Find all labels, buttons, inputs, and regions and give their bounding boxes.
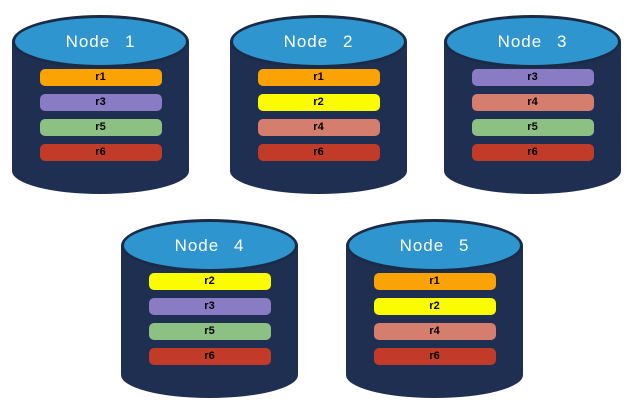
replica-bar-r3: r3 [39,94,162,111]
replica-bar-r2: r2 [257,94,380,111]
node-label: Node 1 [65,31,136,51]
replica-label: r1 [429,275,440,287]
replica-bar-r2: r2 [148,273,271,290]
db-node: Node 4 r2 r3 r5 r6 [121,219,298,398]
replica-bar-r1: r1 [39,69,162,86]
replica-label: r2 [313,96,324,108]
db-node: Node 5 r1 r2 r4 r6 [346,219,523,398]
replica-list: r1 r2 r4 r6 [346,273,523,365]
db-node: Node 1 r1 r3 r5 r6 [12,15,189,194]
replica-bar-r5: r5 [148,323,271,340]
replica-bar-r5: r5 [39,119,162,136]
replica-bar-r6: r6 [471,144,594,161]
replica-bar-r4: r4 [257,119,380,136]
replica-label: r2 [204,275,215,287]
replica-label: r6 [429,350,440,362]
node-label: Node 4 [174,235,245,255]
node-label: Node 5 [399,235,470,255]
replica-label: r1 [313,71,324,83]
node-label: Node 3 [497,31,568,51]
replica-bar-r6: r6 [257,144,380,161]
replica-label: r5 [204,325,215,337]
replica-label: r2 [429,300,440,312]
replica-label: r4 [429,325,440,337]
replica-label: r5 [527,121,538,133]
replica-bar-r3: r3 [148,298,271,315]
replica-bar-r3: r3 [471,69,594,86]
replica-bar-r4: r4 [373,323,496,340]
replica-label: r3 [95,96,106,108]
replica-label: r1 [95,71,106,83]
cylinder-top-ellipse: Node 2 [230,15,407,68]
replica-list: r2 r3 r5 r6 [121,273,298,365]
replica-label: r4 [313,121,324,133]
replica-bar-r6: r6 [39,144,162,161]
replica-bar-r6: r6 [373,348,496,365]
cylinder-top-ellipse: Node 1 [12,15,189,68]
replica-label: r6 [527,146,538,158]
cylinder-top-ellipse: Node 3 [444,15,621,68]
replica-bar-r2: r2 [373,298,496,315]
replica-label: r3 [204,300,215,312]
replica-bar-r4: r4 [471,94,594,111]
db-node: Node 3 r3 r4 r5 r6 [444,15,621,194]
replica-bar-r1: r1 [373,273,496,290]
replica-list: r3 r4 r5 r6 [444,69,621,161]
node-label: Node 2 [283,31,354,51]
replica-label: r6 [204,350,215,362]
cylinder-top-ellipse: Node 4 [121,219,298,272]
cylinder-top-ellipse: Node 5 [346,219,523,272]
db-node: Node 2 r1 r2 r4 r6 [230,15,407,194]
replica-label: r6 [313,146,324,158]
replica-label: r6 [95,146,106,158]
replica-list: r1 r3 r5 r6 [12,69,189,161]
replica-bar-r5: r5 [471,119,594,136]
replica-label: r5 [95,121,106,133]
replica-label: r4 [527,96,538,108]
replica-bar-r1: r1 [257,69,380,86]
replica-bar-r6: r6 [148,348,271,365]
replica-label: r3 [527,71,538,83]
replica-list: r1 r2 r4 r6 [230,69,407,161]
